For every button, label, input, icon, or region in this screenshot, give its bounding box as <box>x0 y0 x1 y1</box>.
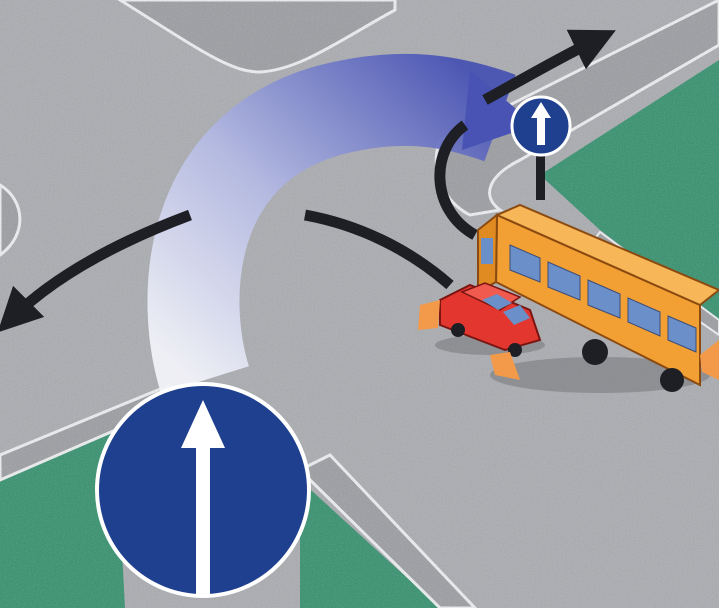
bus-u-turn-arrow <box>434 120 478 240</box>
car-turn-path <box>304 209 454 290</box>
straight-only-small-sign-icon <box>510 95 572 157</box>
car <box>418 282 545 380</box>
right-up-arrow <box>482 29 616 105</box>
left-turn-arrow <box>0 209 192 333</box>
main-path-arrow <box>147 53 516 394</box>
straight-only-sign-icon <box>95 382 311 598</box>
bus <box>477 203 719 393</box>
sign-pole <box>536 150 545 200</box>
